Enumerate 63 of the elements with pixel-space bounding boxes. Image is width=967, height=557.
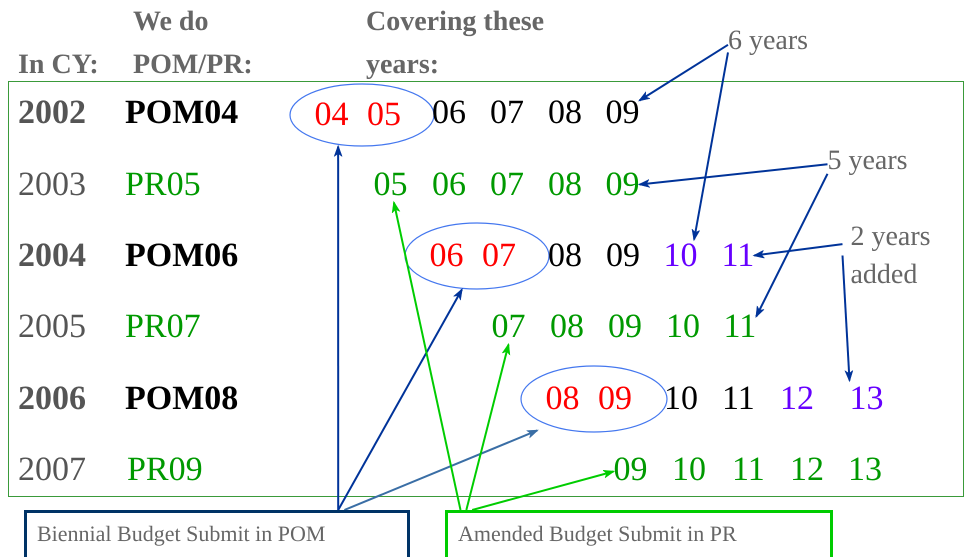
year-number: 09 [606, 92, 640, 132]
year-numbers: 04 05 [314, 94, 401, 134]
year-number: 12 [790, 450, 824, 490]
year-number: 06 [432, 165, 466, 205]
year-number: 07 [492, 306, 526, 346]
year-number: 13 [848, 450, 882, 490]
program-label: POM08 [125, 379, 238, 419]
arrow [753, 243, 843, 258]
year-number: 08 [548, 236, 582, 276]
program-label: PR09 [127, 450, 203, 490]
year-number: 08 [550, 307, 584, 347]
year-number: 11 [724, 306, 756, 346]
annotation-text: 5 years [828, 142, 908, 180]
legend-box: Amended Budget Submit in PR [445, 510, 833, 557]
annotation-text: 6 years [728, 22, 808, 60]
year-numbers: 08 09 [546, 378, 632, 418]
year-number: 12 [780, 379, 814, 419]
arrow [755, 173, 828, 318]
year-number: 09 [608, 307, 642, 347]
arrow [334, 145, 342, 510]
year-label: 2003 [18, 165, 86, 205]
year-number: 08 [548, 93, 582, 133]
program-label: PR07 [125, 307, 201, 347]
year-number: 05 [374, 164, 408, 204]
year-number: 11 [732, 450, 765, 490]
year-number: 11 [722, 236, 754, 276]
arrow [692, 52, 729, 241]
table-frame [8, 81, 964, 497]
annotation-text: 2 years added [842, 218, 960, 294]
year-number: 10 [666, 307, 700, 347]
year-number: 10 [672, 450, 706, 490]
program-label: PR05 [125, 165, 201, 205]
year-number: 07 [490, 165, 524, 205]
arrow [344, 430, 538, 511]
year-label: 2002 [18, 93, 86, 133]
year-label: 2007 [18, 450, 86, 490]
year-label: 2004 [18, 236, 86, 276]
year-number: 06 [432, 93, 466, 133]
legend-box: Biennial Budget Submit in POM [24, 510, 410, 557]
arrow [638, 44, 729, 102]
column-header: We do POM/PR: [133, 5, 254, 82]
year-number: 07 [490, 93, 524, 133]
arrow [465, 343, 510, 510]
arrow [472, 470, 615, 511]
column-header: Covering these years: [366, 5, 546, 82]
year-label: 2006 [18, 379, 86, 419]
program-label: POM04 [125, 93, 238, 133]
arrow [638, 163, 828, 188]
arrow [337, 288, 463, 510]
year-numbers: 06 07 [430, 236, 516, 276]
year-number: 08 [548, 165, 582, 205]
arrow [842, 255, 854, 382]
column-header: In CY: [18, 48, 99, 82]
year-number: 10 [664, 236, 698, 276]
year-number: 10 [664, 379, 698, 419]
year-label: 2005 [18, 307, 86, 347]
arrow [392, 201, 462, 510]
year-number: 09 [606, 164, 640, 204]
year-number: 13 [850, 378, 884, 418]
year-number: 11 [722, 379, 755, 419]
program-label: POM06 [125, 236, 238, 276]
year-number: 09 [614, 450, 648, 490]
year-number: 09 [606, 236, 640, 276]
